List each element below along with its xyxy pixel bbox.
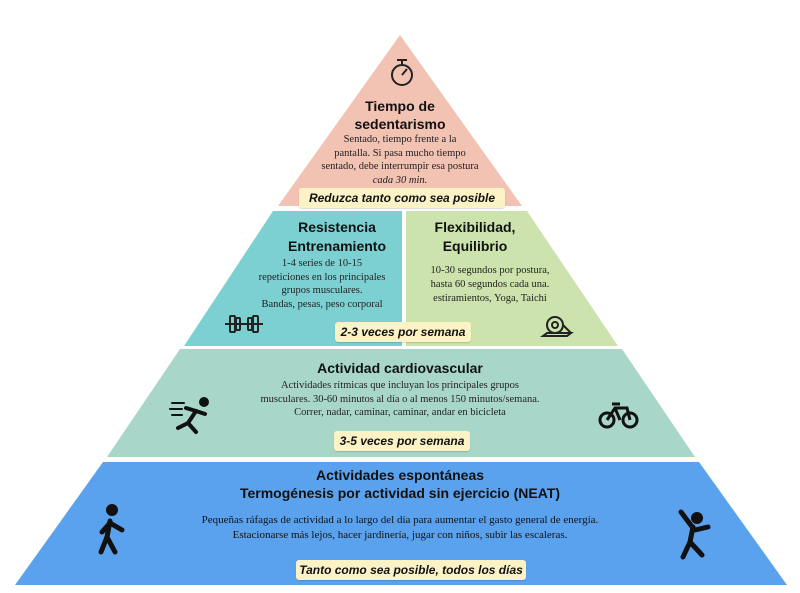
description-line: 1-4 series de 10-15 <box>281 258 363 269</box>
description-line: Sentado, tiempo frente a la <box>343 134 457 145</box>
tier-cardio-title: Actividad cardiovascular <box>317 360 483 376</box>
tier-flexibility-title: Flexibilidad, Equilibrio <box>400 218 550 256</box>
walking-person-icon <box>98 504 125 555</box>
title-line: Tiempo de <box>365 98 435 114</box>
tier-resistance-shape <box>184 211 402 346</box>
tier-cardio-shape <box>107 349 695 457</box>
description-line: Pequeñas ráfagas de actividad a lo largo… <box>201 514 599 526</box>
running-person-icon <box>169 397 209 434</box>
title-line: Resistencia <box>298 219 376 235</box>
tier-flexibility-description: 10-30 segundos por postura, hasta 60 seg… <box>410 264 570 306</box>
tier-resistance-description: 1-4 series de 10-15 repeticiones en los … <box>237 257 407 311</box>
tier-flexibility-shape <box>406 211 618 346</box>
title-line: Flexibilidad, <box>434 219 516 235</box>
description-line: 10-30 segundos por postura, <box>430 265 550 276</box>
description-line: estiramientos, Yoga, Taichi <box>433 293 547 304</box>
title-line: Termogénesis por actividad sin ejercicio… <box>239 485 560 501</box>
description-line: repeticiones en los principales <box>258 271 386 283</box>
title-line: Equilibrio <box>442 238 508 254</box>
tier-sedentary-badge: Reduzca tanto como sea posible <box>299 188 505 208</box>
stretching-person-icon <box>678 509 711 560</box>
dumbbell-icon <box>225 315 263 333</box>
tier-neat-description: Pequeñas ráfagas de actividad a lo largo… <box>150 513 650 543</box>
description-line: pantalla. Si pasa mucho tiempo <box>334 147 466 159</box>
title-line: Actividades espontáneas <box>315 467 485 483</box>
description-line: cada 30 min. <box>372 174 428 186</box>
description-line: hasta 60 segundos cada una. <box>430 279 550 290</box>
title-line: Entrenamiento <box>287 238 386 254</box>
tier-sedentary-shape <box>278 35 522 206</box>
description-line: Correr, nadar, caminar, caminar, andar e… <box>294 407 506 418</box>
tier-neat-badge: Tanto como sea posible, todos los días <box>296 560 526 580</box>
stopwatch-icon <box>391 59 413 86</box>
tier-neat-shape <box>15 462 787 585</box>
description-line: musculares. 30-60 minutos al día o al me… <box>260 393 540 405</box>
description-line: Bandas, pesas, peso corporal <box>261 298 383 310</box>
description-line: grupos musculares. <box>281 285 363 296</box>
yoga-mat-icon <box>540 316 574 337</box>
tier-sedentary-title: Tiempo de sedentarismo <box>330 97 470 133</box>
description-line: Actividades rítmicas que incluyan los pr… <box>281 380 519 391</box>
description-line: sentado, debe interrumpir esa postura <box>321 161 479 172</box>
tier-cardio-badge: 3-5 veces por semana <box>334 431 470 451</box>
bicycle-icon <box>598 402 639 429</box>
strength-flexibility-badge: 2-3 veces por semana <box>335 322 471 342</box>
tier-cardio-description: Actividades rítmicas que incluyan los pr… <box>220 379 580 420</box>
tier-neat-title: Actividades espontáneas Termogénesis por… <box>200 466 600 502</box>
tier-sedentary-description: Sentado, tiempo frente a la pantalla. Si… <box>310 133 490 187</box>
tier-resistance-title: Resistencia Entrenamiento <box>262 218 412 256</box>
title-line: sedentarismo <box>354 116 446 132</box>
description-line: Estacionarse más lejos, hacer jardinería… <box>232 529 568 541</box>
